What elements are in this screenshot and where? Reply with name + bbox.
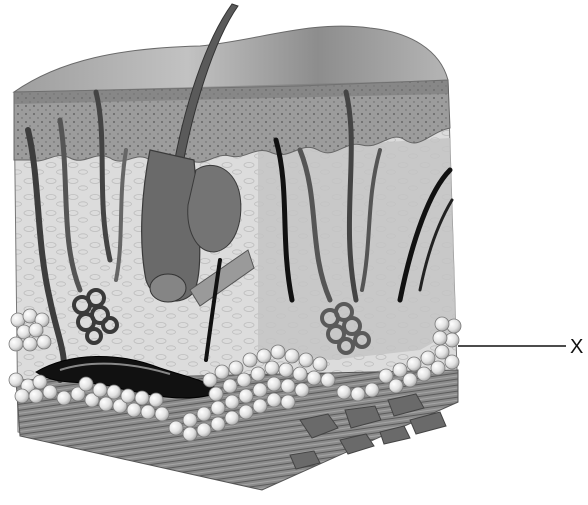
hair-bulb [150, 274, 186, 302]
label-x: X [570, 336, 583, 358]
sebaceous-gland [188, 165, 241, 252]
